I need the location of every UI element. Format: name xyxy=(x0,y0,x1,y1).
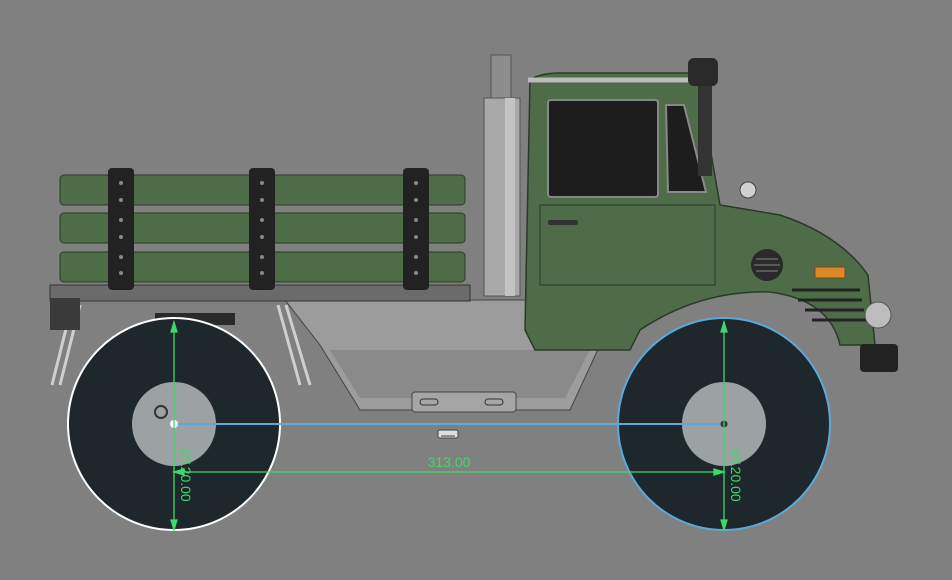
cargo-bed[interactable] xyxy=(49,168,471,330)
truck-cab[interactable] xyxy=(524,58,898,372)
underbody-tank[interactable] xyxy=(283,299,601,413)
exhaust-stack[interactable] xyxy=(483,54,521,297)
rear-wheel-diameter-dimension[interactable]: Ø120.00 xyxy=(178,448,194,502)
wheelbase-dimension[interactable]: 313.00 xyxy=(428,454,471,470)
horizontal-constraint-icon[interactable] xyxy=(437,429,459,439)
front-wheel-diameter-dimension[interactable]: Ø120.00 xyxy=(728,448,744,502)
origin-point-icon xyxy=(154,405,168,419)
